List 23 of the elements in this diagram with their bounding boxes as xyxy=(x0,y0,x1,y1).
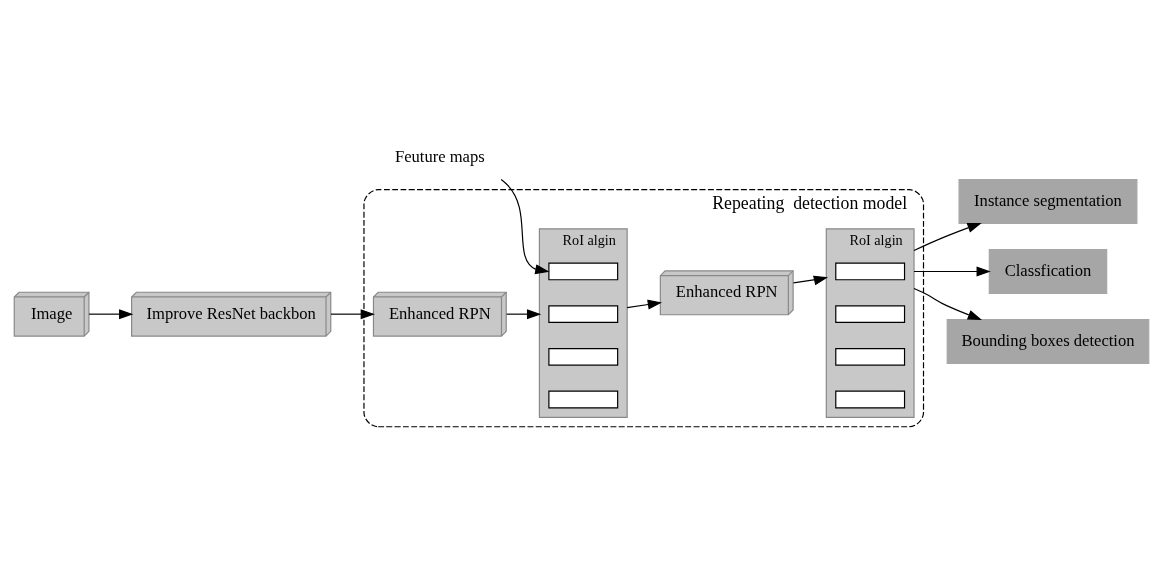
node-box: Bounding boxes detection xyxy=(946,318,1150,364)
node-box xyxy=(548,390,619,409)
arrow xyxy=(913,222,982,252)
node-box xyxy=(835,347,906,366)
arrow xyxy=(506,309,542,320)
node-box: Instance segmentation xyxy=(958,179,1138,225)
node-box xyxy=(548,262,619,281)
arrow xyxy=(88,309,134,320)
node-box: Classfication xyxy=(988,248,1108,294)
node-box xyxy=(548,347,619,366)
cluster: RoI algin xyxy=(538,228,628,418)
arrow xyxy=(500,178,550,275)
node-box xyxy=(835,262,906,281)
arrow xyxy=(913,266,991,277)
cluster: RoI algin xyxy=(825,228,915,418)
arrow xyxy=(626,299,662,310)
node-text: Feuture maps xyxy=(394,147,485,167)
arrow xyxy=(792,275,829,286)
arrow xyxy=(330,309,375,320)
node-box xyxy=(835,390,906,409)
arrow xyxy=(913,287,982,320)
node-box xyxy=(548,305,619,324)
node-box xyxy=(835,305,906,324)
